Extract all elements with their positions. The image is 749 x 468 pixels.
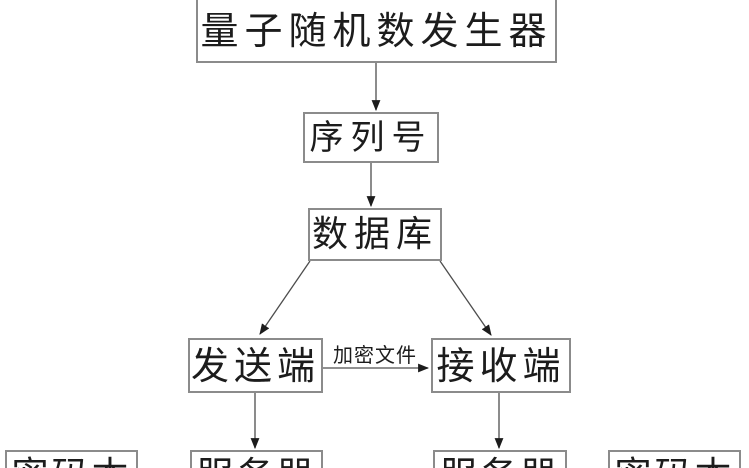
node-sender-label: 发送端	[190, 343, 320, 388]
node-receiver-label: 接收端	[436, 343, 566, 388]
edge-database-to-sender	[259, 260, 311, 335]
node-quantum-random-number-generator-label: 量子随机数发生器	[200, 9, 553, 53]
node-database: 数据库	[308, 208, 442, 261]
node-codebook-left: 密码本	[5, 450, 138, 468]
node-server-left: 服务器	[190, 450, 323, 468]
node-database-label: 数据库	[311, 213, 438, 255]
node-codebook-left-label: 密码本	[12, 457, 132, 468]
node-serial-number-label: 序列号	[309, 117, 433, 158]
node-receiver: 接收端	[431, 338, 571, 393]
edge-database-to-receiver	[439, 260, 492, 336]
node-quantum-random-number-generator: 量子随机数发生器	[196, 0, 557, 63]
node-serial-number: 序列号	[303, 112, 439, 163]
edge-label-encrypted-file: 加密文件	[333, 343, 417, 367]
node-sender: 发送端	[188, 338, 323, 393]
node-codebook-right-label: 密码本	[615, 457, 735, 468]
node-server-right-label: 服务器	[440, 457, 560, 468]
node-server-right: 服务器	[433, 450, 567, 468]
node-server-left-label: 服务器	[197, 457, 317, 468]
node-codebook-right: 密码本	[608, 450, 741, 468]
